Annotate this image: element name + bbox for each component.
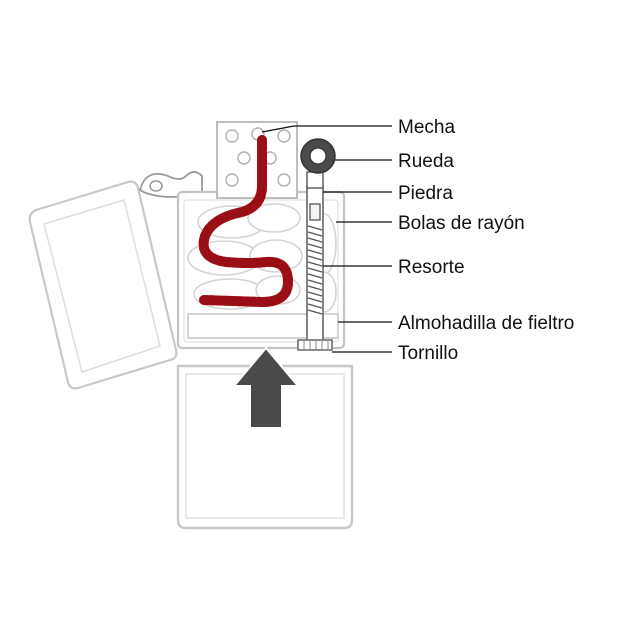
label-piedra: Piedra bbox=[398, 183, 453, 204]
bottom-screw bbox=[297, 339, 333, 351]
insert-up-arrow bbox=[231, 346, 301, 429]
striker-wheel bbox=[300, 138, 336, 189]
spring-coil bbox=[307, 225, 323, 315]
label-mecha: Mecha bbox=[398, 117, 455, 138]
lighter-lid bbox=[28, 180, 178, 390]
leader-lines bbox=[261, 125, 392, 353]
label-resorte: Resorte bbox=[398, 257, 465, 278]
lid-hinge bbox=[138, 171, 203, 198]
flint bbox=[309, 203, 321, 221]
flint-spring bbox=[306, 185, 324, 343]
wick bbox=[198, 135, 293, 307]
label-rueda: Rueda bbox=[398, 151, 454, 172]
lighter-case bbox=[176, 364, 354, 530]
label-tornillo: Tornillo bbox=[398, 343, 458, 364]
label-bolas-de-rayon: Bolas de rayón bbox=[398, 213, 525, 234]
label-almohadilla: Almohadilla de fieltro bbox=[398, 313, 574, 334]
